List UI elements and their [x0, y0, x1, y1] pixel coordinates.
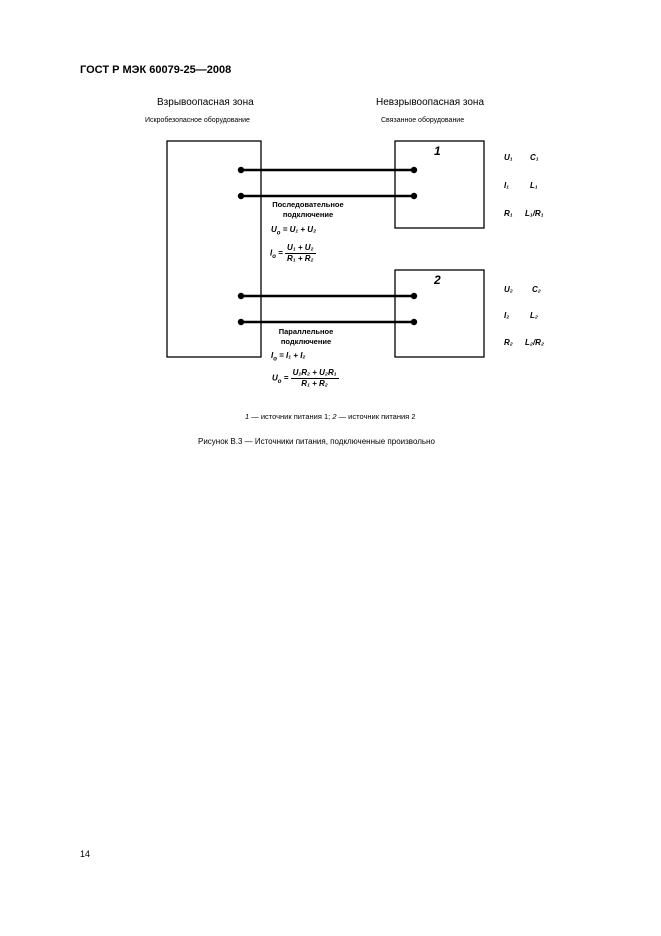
- figure-title: Рисунок В.3 — Источники питания, подключ…: [198, 437, 435, 446]
- param-r1: R₁: [504, 209, 513, 218]
- hazardous-zone-label: Взрывоопасная зона: [157, 97, 254, 108]
- param-l1-r1: L₁/R₁: [525, 209, 544, 218]
- box-2-number: 2: [434, 273, 441, 287]
- series-current-formula: Io = U₁ + U₂ R₁ + R₂: [270, 243, 316, 263]
- power-source-1-box: [394, 140, 485, 229]
- terminal-dot: [410, 166, 418, 174]
- parallel-voltage-formula: Uo = U₁R₂ + U₂R₁ R₁ + R₂: [272, 368, 339, 388]
- param-u2: U₂: [504, 285, 513, 294]
- terminal-dot: [410, 192, 418, 200]
- param-r2: R₂: [504, 338, 513, 347]
- parallel-connection-label: Параллельное подключение: [278, 327, 334, 346]
- document-header: ГОСТ Р МЭК 60079-25—2008: [80, 64, 232, 76]
- param-i1: I₁: [504, 181, 510, 190]
- box-1-number: 1: [434, 144, 441, 158]
- figure-legend: 1 — источник питания 1; 2 — источник пит…: [245, 412, 416, 421]
- series-voltage-formula: Uo = U₁ + U₂: [271, 225, 317, 237]
- terminal-dot: [237, 318, 245, 326]
- safe-zone-label: Невзрывоопасная зона: [376, 97, 485, 108]
- param-l2-r2: L₂/R₂: [525, 338, 544, 347]
- terminal-dot: [237, 192, 245, 200]
- terminal-dot: [410, 318, 418, 326]
- param-i2: I₂: [504, 311, 510, 320]
- param-l2: L₂: [530, 311, 538, 320]
- series-connection-label: Последовательное подключение: [272, 200, 344, 219]
- page-number: 14: [80, 849, 91, 859]
- terminal-dot: [237, 166, 245, 174]
- parallel-current-formula: Io = I₁ + I₂: [271, 351, 306, 363]
- param-u1: U₁: [504, 153, 513, 162]
- associated-equipment-label: Связанное оборудование: [381, 117, 465, 124]
- intrinsically-safe-equipment-label: Искробезопасное оборудование: [145, 117, 250, 124]
- terminal-dot: [237, 292, 245, 300]
- param-c2: C₂: [532, 285, 541, 294]
- power-source-2-box: [394, 269, 485, 358]
- terminal-dot: [410, 292, 418, 300]
- param-l1: L₁: [530, 181, 538, 190]
- param-c1: C₁: [530, 153, 539, 162]
- intrinsically-safe-equipment-box: [166, 140, 262, 358]
